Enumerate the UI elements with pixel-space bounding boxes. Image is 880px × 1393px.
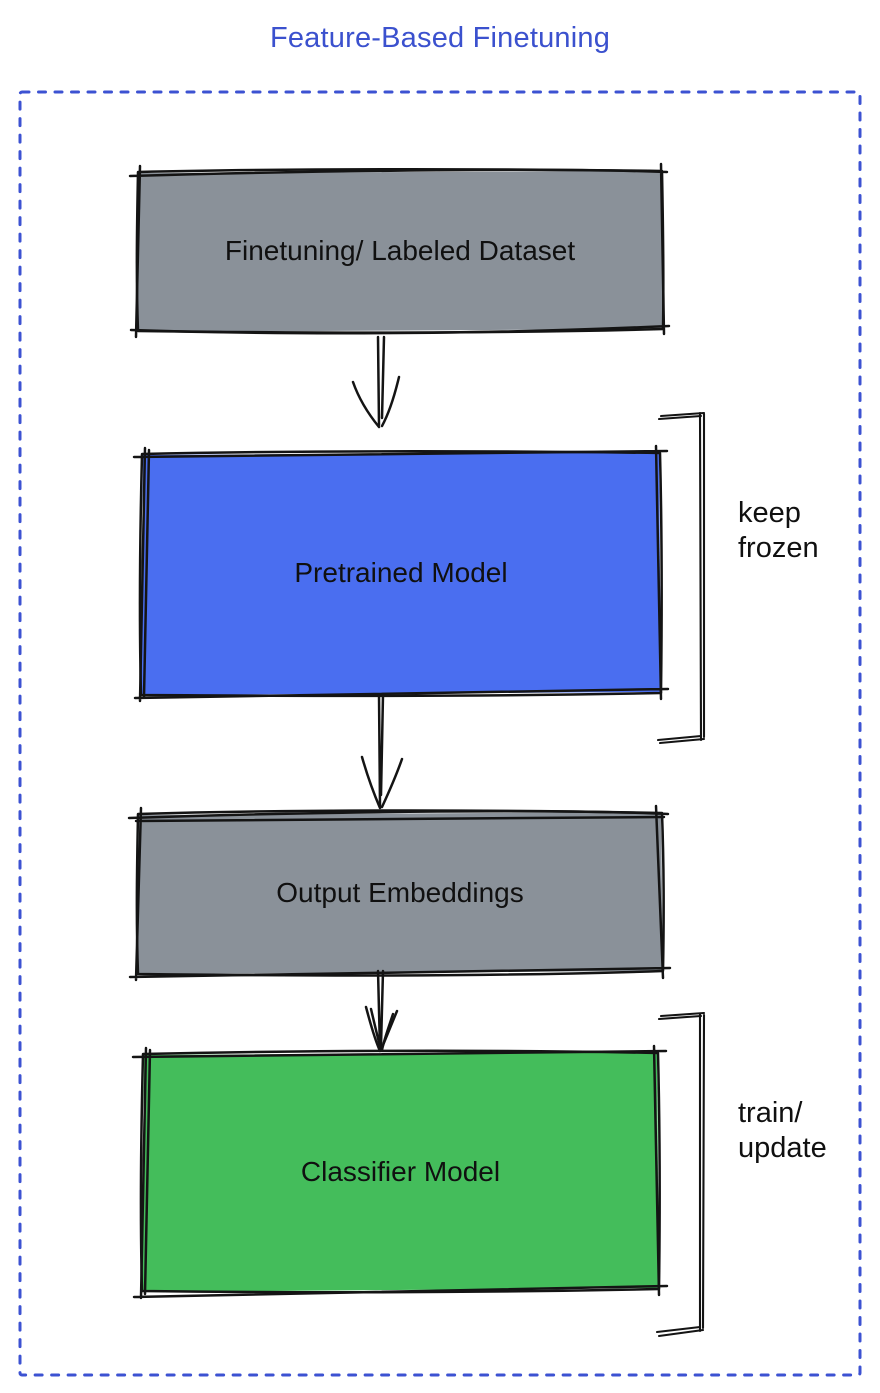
node-pretrained-model-fill: [141, 452, 661, 695]
arrow-pretrained-to-embeddings: [360, 693, 404, 810]
annotation-keep-frozen-line2: frozen: [738, 532, 819, 564]
arrow-embeddings-to-classifier: [364, 969, 399, 1053]
annotation-keep-frozen-line1: keep: [738, 497, 801, 529]
node-finetuning-dataset-fill: [137, 171, 663, 332]
node-finetuning-dataset: [128, 162, 671, 339]
annotation-train-update: train/update: [738, 1096, 858, 1166]
node-finetuning-dataset-outline2: [128, 162, 671, 339]
diagram-title: Feature-Based Finetuning: [269, 22, 611, 54]
annotation-train-update-line2: update: [738, 1132, 827, 1164]
arrow-dataset-to-pretrained: [351, 335, 401, 429]
bracket-train-update: [655, 1011, 706, 1338]
node-pretrained-model-outline2: [132, 444, 670, 703]
node-classifier-model-outline2: [131, 1044, 669, 1300]
node-classifier-model: [131, 1044, 669, 1300]
node-output-embeddings-outline2: [127, 804, 672, 982]
annotation-train-update-line1: train/: [738, 1097, 803, 1129]
node-classifier-model-fill: [142, 1052, 659, 1292]
node-output-embeddings: [127, 804, 672, 982]
node-output-embeddings-fill: [137, 812, 663, 974]
dashed-frame: [18, 90, 862, 1377]
bracket-keep-frozen: [656, 411, 706, 745]
node-pretrained-model: [132, 444, 670, 703]
